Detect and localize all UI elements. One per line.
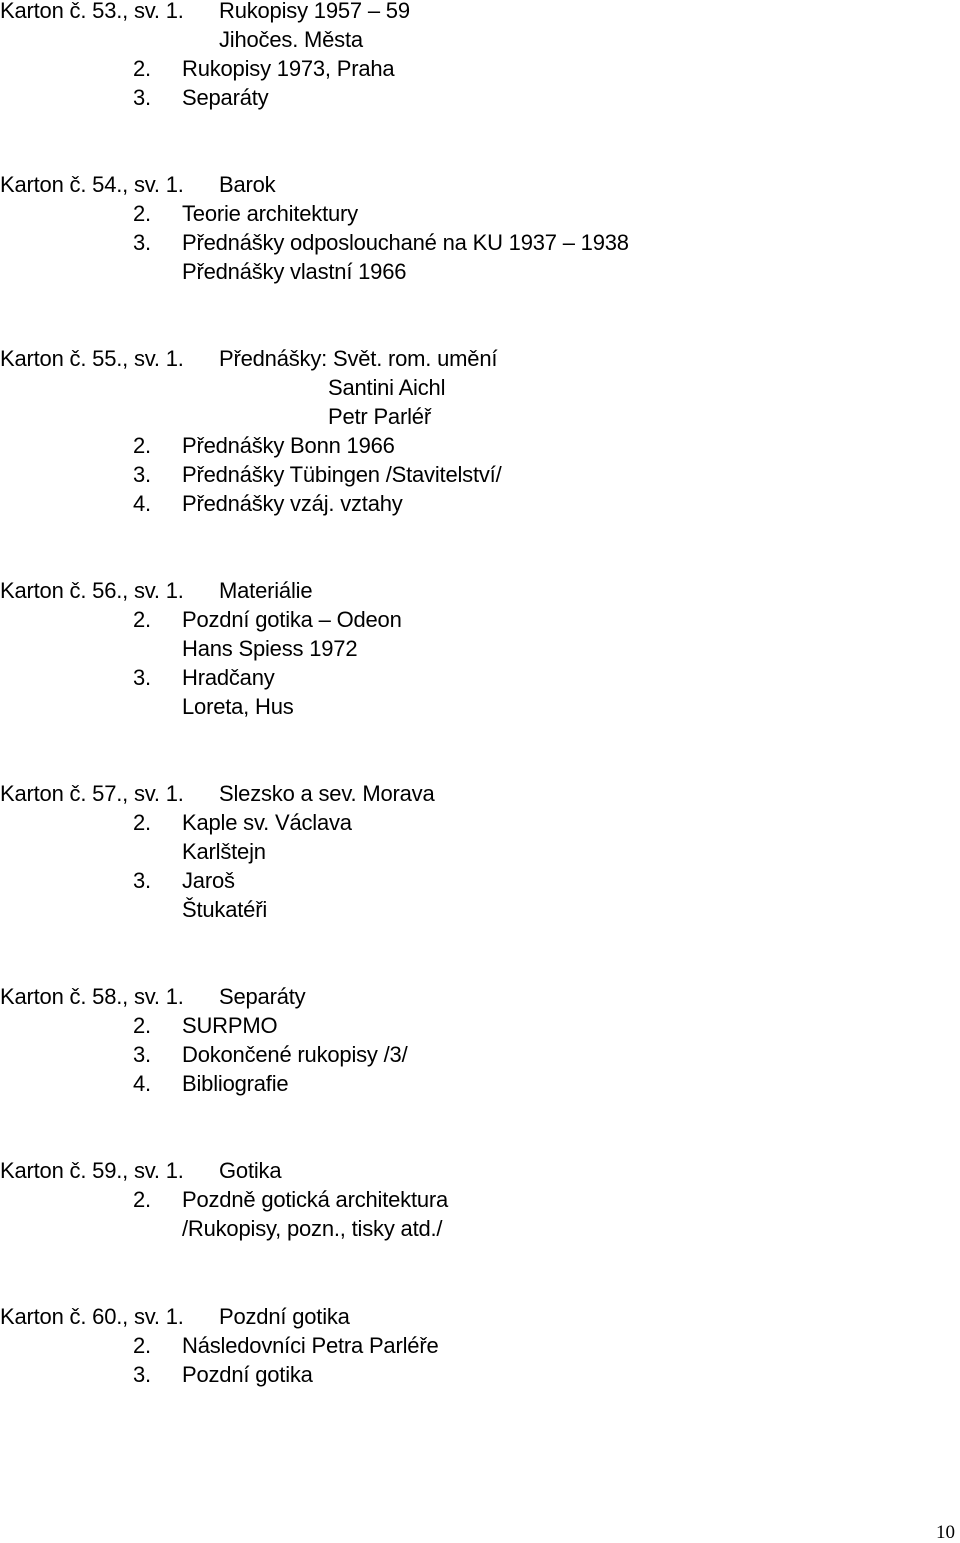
carton-56-item-3-cont: Loreta, Hus [182, 694, 294, 719]
carton-55-item-1: Přednášky: Svět. rom. umění [219, 346, 498, 371]
carton-54-item-3: Přednášky odposlouchané na KU 1937 – 193… [182, 230, 629, 255]
carton-60-item-2: Následovníci Petra Parléře [182, 1333, 439, 1358]
carton-58-item-2: SURPMO [182, 1013, 278, 1038]
carton-55-header: Karton č. 55., sv. 1. [0, 346, 184, 371]
carton-56-item-3-number: 3. [133, 665, 151, 690]
carton-58-item-4: Bibliografie [182, 1071, 289, 1096]
carton-57-item-3-number: 3. [133, 868, 151, 893]
carton-57-item-3: Jaroš [182, 868, 235, 893]
carton-53-item-1-cont: Jihočes. Města [219, 27, 363, 52]
carton-58-item-3-number: 3. [133, 1042, 151, 1067]
carton-58-item-1: Separáty [219, 984, 306, 1009]
carton-55-item-3-number: 3. [133, 462, 151, 487]
carton-60-header: Karton č. 60., sv. 1. [0, 1304, 184, 1329]
carton-54-header: Karton č. 54., sv. 1. [0, 172, 184, 197]
carton-58-item-2-number: 2. [133, 1013, 151, 1038]
carton-57-item-2-cont: Karlštejn [182, 839, 266, 864]
carton-54-item-2-number: 2. [133, 201, 151, 226]
carton-55-item-2-number: 2. [133, 433, 151, 458]
carton-53-item-3: Separáty [182, 85, 269, 110]
page-number: 10 [936, 1522, 955, 1543]
carton-53-item-1: Rukopisy 1957 – 59 [219, 0, 410, 23]
carton-60-item-3: Pozdní gotika [182, 1362, 313, 1387]
carton-58-header: Karton č. 58., sv. 1. [0, 984, 184, 1009]
carton-54-item-2: Teorie architektury [182, 201, 358, 226]
carton-59-item-2: Pozdně gotická architektura [182, 1187, 449, 1212]
carton-53-item-3-number: 3. [133, 85, 151, 110]
carton-56-item-2-number: 2. [133, 607, 151, 632]
carton-59-header: Karton č. 59., sv. 1. [0, 1158, 184, 1183]
carton-59-item-2-number: 2. [133, 1187, 151, 1212]
carton-58-item-3: Dokončené rukopisy /3/ [182, 1042, 408, 1067]
carton-55-item-1-cont-2: Petr Parléř [328, 404, 431, 429]
carton-60-item-2-number: 2. [133, 1333, 151, 1358]
carton-57-item-2: Kaple sv. Václava [182, 810, 352, 835]
carton-54-item-3-cont: Přednášky vlastní 1966 [182, 259, 407, 284]
carton-56-item-1: Materiálie [219, 578, 313, 603]
carton-55-item-4: Přednášky vzáj. vztahy [182, 491, 403, 516]
carton-54-item-3-number: 3. [133, 230, 151, 255]
carton-55-item-3: Přednášky Tübingen /Stavitelství/ [182, 462, 502, 487]
carton-55-item-1-cont-1: Santini Aichl [328, 375, 446, 400]
carton-54-item-1: Barok [219, 172, 276, 197]
carton-59-item-1: Gotika [219, 1158, 282, 1183]
carton-56-item-2-cont: Hans Spiess 1972 [182, 636, 358, 661]
carton-55-item-4-number: 4. [133, 491, 151, 516]
carton-57-item-1: Slezsko a sev. Morava [219, 781, 435, 806]
carton-57-item-3-cont: Štukatéři [182, 897, 268, 922]
carton-59-item-2-cont: /Rukopisy, pozn., tisky atd./ [182, 1216, 443, 1241]
carton-53-item-2: Rukopisy 1973, Praha [182, 56, 395, 81]
carton-53-item-2-number: 2. [133, 56, 151, 81]
carton-56-item-3: Hradčany [182, 665, 275, 690]
carton-57-item-2-number: 2. [133, 810, 151, 835]
carton-55-item-2: Přednášky Bonn 1966 [182, 433, 395, 458]
carton-60-item-1: Pozdní gotika [219, 1304, 350, 1329]
carton-57-header: Karton č. 57., sv. 1. [0, 781, 184, 806]
carton-56-header: Karton č. 56., sv. 1. [0, 578, 184, 603]
carton-58-item-4-number: 4. [133, 1071, 151, 1096]
carton-60-item-3-number: 3. [133, 1362, 151, 1387]
carton-56-item-2: Pozdní gotika – Odeon [182, 607, 402, 632]
carton-53-header: Karton č. 53., sv. 1. [0, 0, 184, 23]
